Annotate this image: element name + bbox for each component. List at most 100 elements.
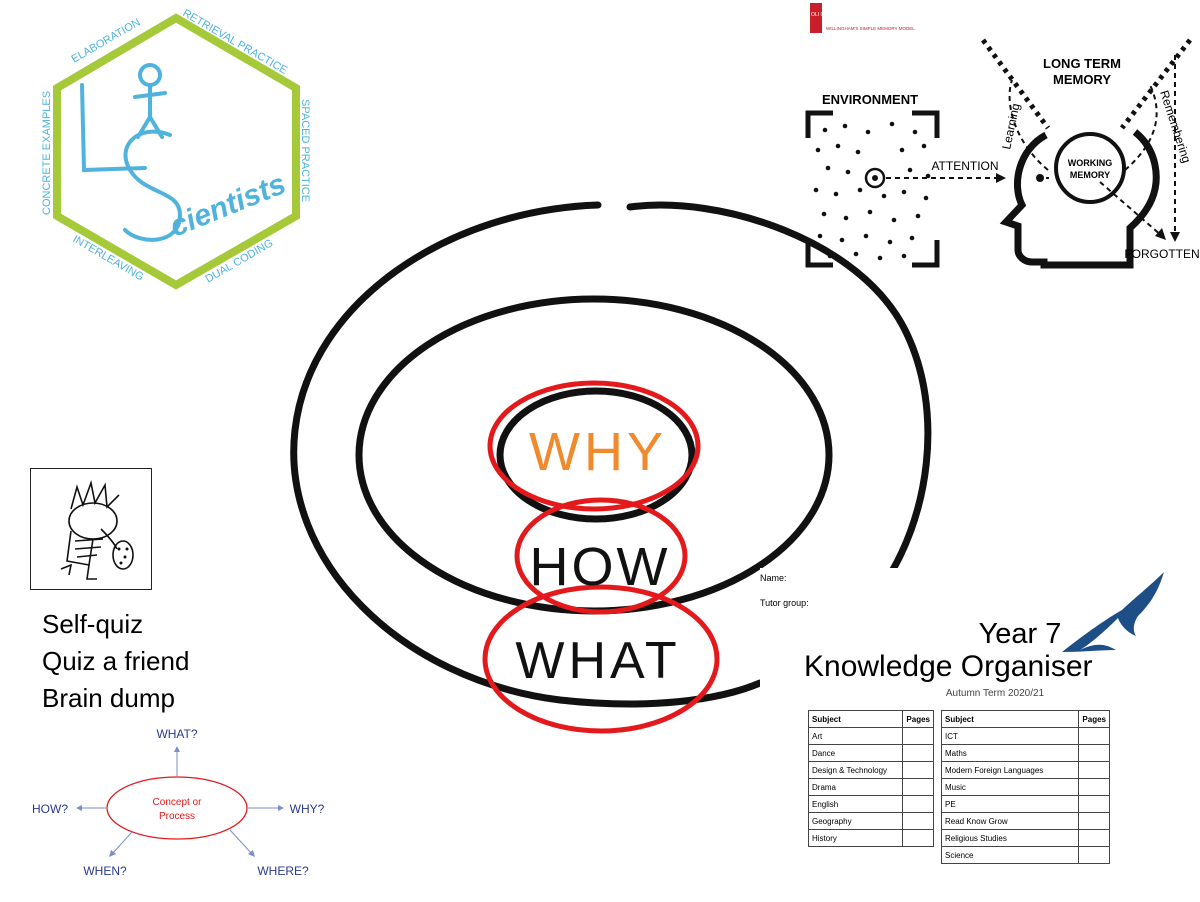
table-row: PE [940, 795, 1110, 813]
subject-cell: Design & Technology [807, 761, 904, 779]
table-header: Subject Pages [940, 710, 1110, 728]
subject-cell: Modern Foreign Languages [940, 761, 1080, 779]
retrieval-tips: Self-quiz Quiz a friend Brain dump [42, 606, 189, 717]
memory-model-title: WILLINGHAM'S SIMPLE MEMORY MODEL [826, 26, 915, 31]
environment-label: ENVIRONMENT [822, 92, 918, 107]
tip-self-quiz: Self-quiz [42, 609, 144, 639]
tutor-group-label: Tutor group: [760, 598, 809, 608]
name-label: Name: [760, 573, 787, 583]
pages-cell [1078, 795, 1110, 813]
pages-cell [902, 795, 934, 813]
pages-cell [902, 761, 934, 779]
what-highlight-ring [482, 584, 720, 734]
long-term-memory-label-1: LONG TERM [1043, 56, 1121, 71]
table-row: Geography [807, 812, 934, 830]
attention-focus [864, 167, 886, 189]
outer-spiral-left [290, 201, 764, 708]
table-row: Art [807, 727, 934, 745]
header-pages: Pages [902, 710, 934, 728]
table-row: History [807, 829, 934, 847]
what-label: WHAT [515, 632, 680, 690]
pages-cell [902, 778, 934, 796]
why-highlight-ring [487, 380, 701, 512]
hex-label-retrieval: RETRIEVAL PRACTICE [181, 7, 290, 77]
hexagon-border [53, 13, 300, 290]
pages-cell [1078, 829, 1110, 847]
ls-monogram [80, 63, 183, 242]
forgotten-label: FORGOTTEN [1124, 247, 1199, 261]
concept-map: Concept or Process WHAT? HOW? WHY? WHEN?… [32, 727, 325, 878]
long-term-memory-label-2: MEMORY [1053, 72, 1111, 87]
table-row: Read Know Grow [940, 812, 1110, 830]
environment-dots [813, 121, 931, 261]
outer-spiral [626, 201, 932, 594]
learning-scientists-logo: ELABORATION RETRIEVAL PRACTICE SPACED PR… [41, 7, 311, 290]
concept-how: HOW? [32, 802, 68, 816]
head-outline [999, 129, 1160, 269]
subject-cell: Maths [940, 744, 1080, 762]
header-subject: Subject [940, 710, 1080, 728]
concept-what: WHAT? [156, 727, 197, 741]
table-row: Music [940, 778, 1110, 796]
inner-ring [496, 387, 696, 523]
cartoon-drawing [60, 480, 134, 580]
subject-cell: Dance [807, 744, 904, 762]
pages-cell [902, 727, 934, 745]
concept-center-line1: Concept or [153, 797, 203, 808]
subject-cell: Drama [807, 778, 904, 796]
pages-cell [1078, 778, 1110, 796]
table-row: Science [940, 846, 1110, 864]
concept-where: WHERE? [257, 864, 309, 878]
pages-cell [1078, 727, 1110, 745]
subject-cell: Music [940, 778, 1080, 796]
subject-cell: Art [807, 727, 904, 745]
pages-cell [1078, 812, 1110, 830]
header-subject: Subject [807, 710, 904, 728]
pages-cell [1078, 846, 1110, 864]
learning-label: Learning [999, 102, 1022, 151]
concept-why: WHY? [290, 802, 325, 816]
table-row: Dance [807, 744, 934, 762]
table-row: English [807, 795, 934, 813]
concept-center [106, 776, 248, 840]
subject-cell: PE [940, 795, 1080, 813]
how-highlight-ring [514, 497, 688, 615]
pages-cell [902, 829, 934, 847]
subject-cell: History [807, 829, 904, 847]
pages-cell [902, 744, 934, 762]
olicav-logo-text: OLI CAV [811, 12, 831, 18]
knowledge-organiser-cover: Name: Tutor group: Year 7 Knowledge Orga… [760, 568, 1200, 898]
ko-title-year: Year 7 [978, 618, 1062, 650]
pages-cell [1078, 761, 1110, 779]
tip-quiz-a-friend: Quiz a friend [42, 646, 190, 676]
table-row: Design & Technology [807, 761, 934, 779]
working-memory-label-2: MEMORY [1070, 170, 1110, 180]
table-row: ICT [940, 727, 1110, 745]
memory-model-diagram: OLI CAV WILLINGHAM'S SIMPLE MEMORY MODEL… [805, 3, 1200, 269]
environment-frame [805, 110, 940, 268]
table-header: Subject Pages [807, 710, 934, 728]
pages-cell [1078, 744, 1110, 762]
subjects-table-left: Subject Pages Art Dance Design & Technol… [807, 710, 934, 847]
table-row: Drama [807, 778, 934, 796]
ko-title-main: Knowledge Organiser [804, 650, 1093, 683]
attention-label: ATTENTION [931, 159, 998, 173]
table-row: Religious Studies [940, 829, 1110, 847]
header-pages: Pages [1078, 710, 1110, 728]
pages-cell [902, 812, 934, 830]
subjects-table-right: Subject Pages ICT Maths Modern Foreign L… [940, 710, 1110, 864]
hex-label-concrete: CONCRETE EXAMPLES [41, 91, 53, 215]
olicav-logo [810, 3, 822, 33]
subject-cell: ICT [940, 727, 1080, 745]
hex-label-spaced: SPACED PRACTICE [299, 99, 311, 202]
subject-cell: Read Know Grow [940, 812, 1080, 830]
ko-term: Autumn Term 2020/21 [945, 688, 1045, 699]
why-label: WHY [529, 422, 667, 482]
tip-brain-dump: Brain dump [42, 683, 175, 713]
subject-cell: Geography [807, 812, 904, 830]
subject-cell: Science [940, 846, 1080, 864]
subject-cell: English [807, 795, 904, 813]
working-memory-label-1: WORKING [1068, 158, 1113, 168]
working-memory-circle [1054, 132, 1126, 204]
